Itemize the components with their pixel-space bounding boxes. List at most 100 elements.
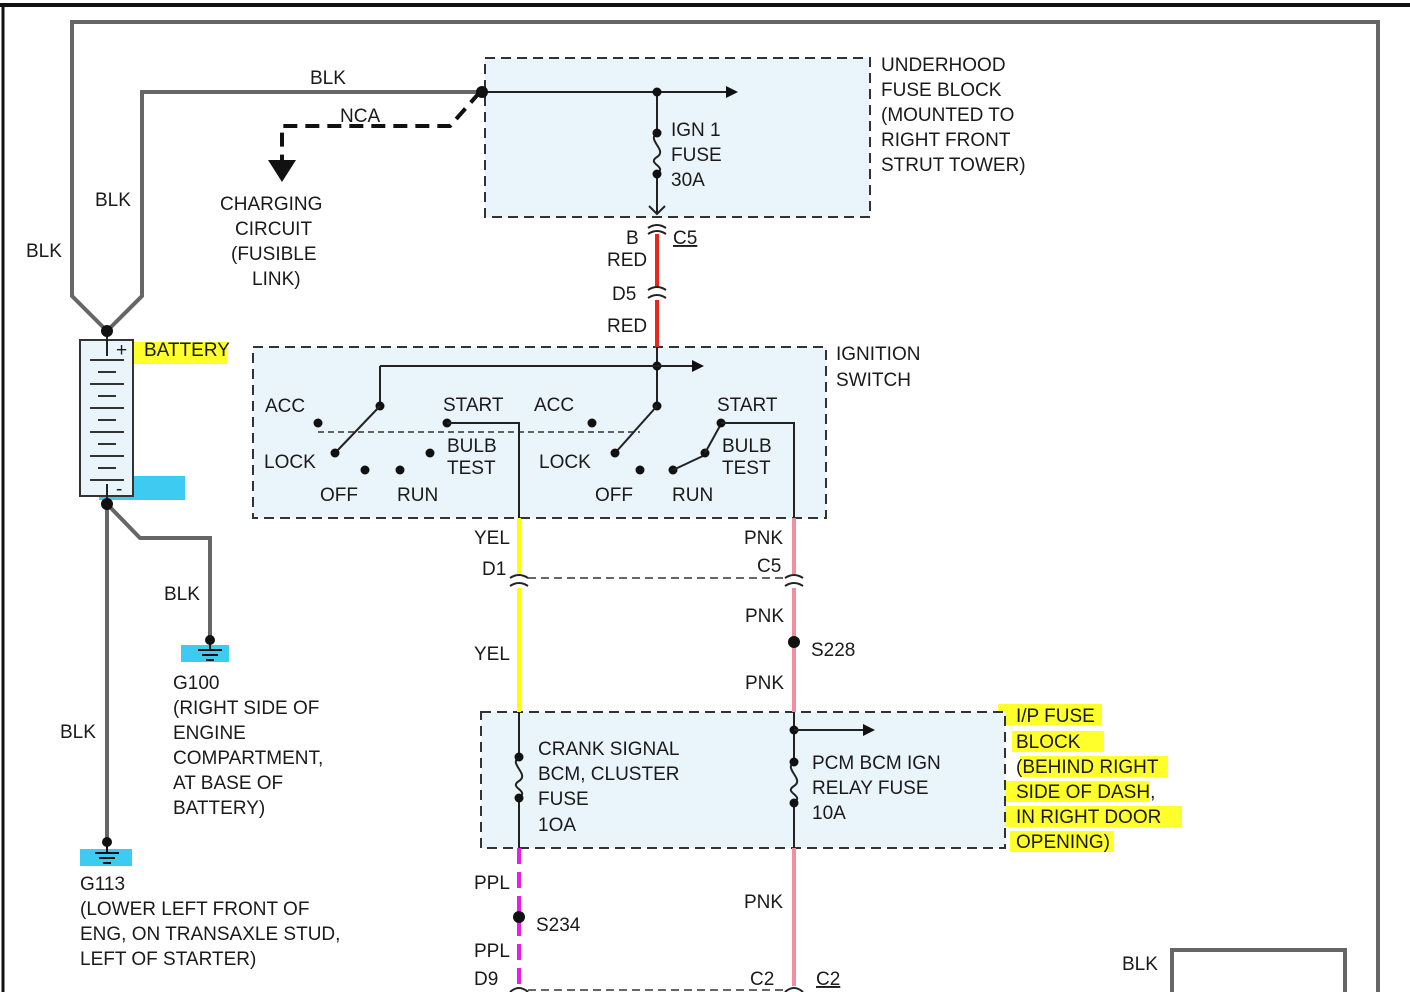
- ground-g113-label: (LOWER LEFT FRONT OF: [80, 899, 309, 920]
- ppl-wire: [509, 848, 804, 992]
- wire-label-ppl: PPL: [474, 941, 510, 962]
- ign1-fuse-symbol: [652, 132, 662, 175]
- connector-label: C2: [816, 969, 840, 990]
- switch-pos-test: TEST: [722, 458, 771, 479]
- arrow-right-icon: [863, 724, 875, 736]
- wire-label-blk: BLK: [60, 722, 96, 743]
- splice-s228-label: S228: [811, 640, 855, 661]
- battery-label: BATTERY: [144, 340, 230, 361]
- yel-wire: [509, 518, 529, 712]
- switch-pos-acc: ACC: [265, 396, 305, 417]
- ground-g100-label: (RIGHT SIDE OF: [173, 698, 319, 719]
- connector-c5-mid: [784, 574, 804, 579]
- underhood-fuse-block-title: UNDERHOOD: [881, 55, 1006, 76]
- switch-pos-bulb: BULB: [447, 436, 497, 457]
- blk-wire-inner: [105, 90, 482, 333]
- connector-d5: [647, 286, 667, 291]
- battery-symbol: [79, 325, 134, 510]
- charging-circuit-label: CHARGING: [220, 194, 322, 215]
- wire-label-ppl: PPL: [474, 873, 510, 894]
- switch-pos-start: START: [717, 395, 778, 416]
- ip-fuse-block-title: OPENING): [1016, 832, 1110, 853]
- ground-g113-label: G113: [80, 874, 125, 895]
- battery-minus: -: [116, 479, 122, 500]
- wire-label-pnk: PNK: [745, 673, 784, 694]
- ground-g100-label: AT BASE OF: [173, 773, 283, 794]
- connector-d9: [509, 987, 529, 992]
- underhood-fuse-block-box: [484, 57, 871, 218]
- switch-pos-start: START: [443, 395, 504, 416]
- charging-circuit-label: (FUSIBLE: [231, 244, 317, 265]
- underhood-fuse-block-title: RIGHT FRONT: [881, 130, 1011, 151]
- charging-circuit-label: CIRCUIT: [235, 219, 312, 240]
- ip-fuse-block-title: BLOCK: [1016, 732, 1081, 753]
- connector-d1: [509, 574, 529, 579]
- switch-pos-run: RUN: [397, 485, 438, 506]
- ground-g100-label: COMPARTMENT,: [173, 748, 323, 769]
- ground-g113-label: LEFT OF STARTER): [80, 949, 256, 970]
- highlight-block: [1012, 731, 1104, 752]
- wire-label-pnk: PNK: [744, 892, 783, 913]
- connector-c2: [784, 987, 804, 992]
- wire-label-red: RED: [607, 250, 647, 271]
- ground-g100-icon: [198, 635, 222, 661]
- connector-label: C2: [750, 969, 774, 990]
- splice-s234-label: S234: [536, 915, 581, 936]
- blk-wires: [70, 20, 1380, 992]
- wire-label-blk: BLK: [310, 68, 346, 89]
- crank-fuse-label: BCM, CLUSTER: [538, 764, 679, 785]
- underhood-fuse-block-title: FUSE BLOCK: [881, 80, 1002, 101]
- ignition-switch-internals: [313, 347, 795, 518]
- ip-fuse-block-title: IN RIGHT DOOR: [1016, 807, 1161, 828]
- blk-wire-outer: [70, 20, 1380, 992]
- crank-fuse-symbol: [514, 756, 524, 799]
- blk-wire-g100: [105, 502, 212, 638]
- switch-pos-run: RUN: [672, 485, 713, 506]
- wire-label-nca: NCA: [340, 106, 380, 127]
- ip-fuse-block-title: (BEHIND RIGHT: [1016, 757, 1159, 778]
- highlight-in-right-door: [1004, 806, 1182, 827]
- wire-label-pnk: PNK: [744, 528, 783, 549]
- wire-label-pnk: PNK: [745, 606, 784, 627]
- connector-label: D1: [482, 559, 506, 580]
- arrow-right-icon: [726, 86, 738, 98]
- ground-g100-label: ENGINE: [173, 723, 246, 744]
- page-frame: [0, 3, 1410, 992]
- pcm-fuse-symbol: [789, 761, 799, 804]
- connector-label: D5: [612, 284, 636, 305]
- wire-label-blk: BLK: [26, 241, 62, 262]
- connector-pin-label: B: [626, 228, 639, 249]
- highlight-ip-fuse: [998, 704, 1102, 725]
- connector-label: D9: [474, 969, 498, 990]
- ignition-switch-title: SWITCH: [836, 370, 911, 391]
- ign1-fuse-label: 30A: [671, 170, 705, 191]
- battery-plus: +: [116, 340, 127, 361]
- ip-fuse-block-title: I/P FUSE: [1016, 706, 1095, 727]
- arrow-right-icon: [692, 360, 704, 372]
- wire-label-blk: BLK: [1122, 954, 1158, 975]
- switch-pos-acc: ACC: [534, 395, 574, 416]
- highlight-g100: [181, 645, 229, 662]
- switch-pos-lock: LOCK: [539, 452, 591, 473]
- red-wire: [647, 234, 667, 347]
- battery-negative-terminal: [101, 498, 113, 510]
- blk-wire-bottom-right: [1170, 948, 1347, 992]
- switch-pos-off: OFF: [595, 485, 633, 506]
- splice-dot: [476, 86, 488, 98]
- underhood-fuse-block-title: STRUT TOWER): [881, 155, 1026, 176]
- ip-fuse-block-box: [480, 711, 1006, 849]
- underhood-fuse-block-title: (MOUNTED TO: [881, 105, 1014, 126]
- crank-fuse-label: CRANK SIGNAL: [538, 739, 679, 760]
- connector-label: C5: [757, 556, 781, 577]
- ground-g113-icon: [95, 837, 119, 864]
- ign1-fuse-label: FUSE: [671, 145, 722, 166]
- pcm-fuse-label: 10A: [812, 803, 846, 824]
- wire-label-blk: BLK: [95, 190, 131, 211]
- highlight-behind-right: [1020, 756, 1168, 777]
- nca-charging-wire: [280, 90, 482, 160]
- ip-fuse-internals: [514, 712, 875, 848]
- wire-label-yel: YEL: [474, 644, 510, 665]
- splice-s228-dot: [788, 636, 800, 648]
- switch-pos-bulb: BULB: [722, 436, 772, 457]
